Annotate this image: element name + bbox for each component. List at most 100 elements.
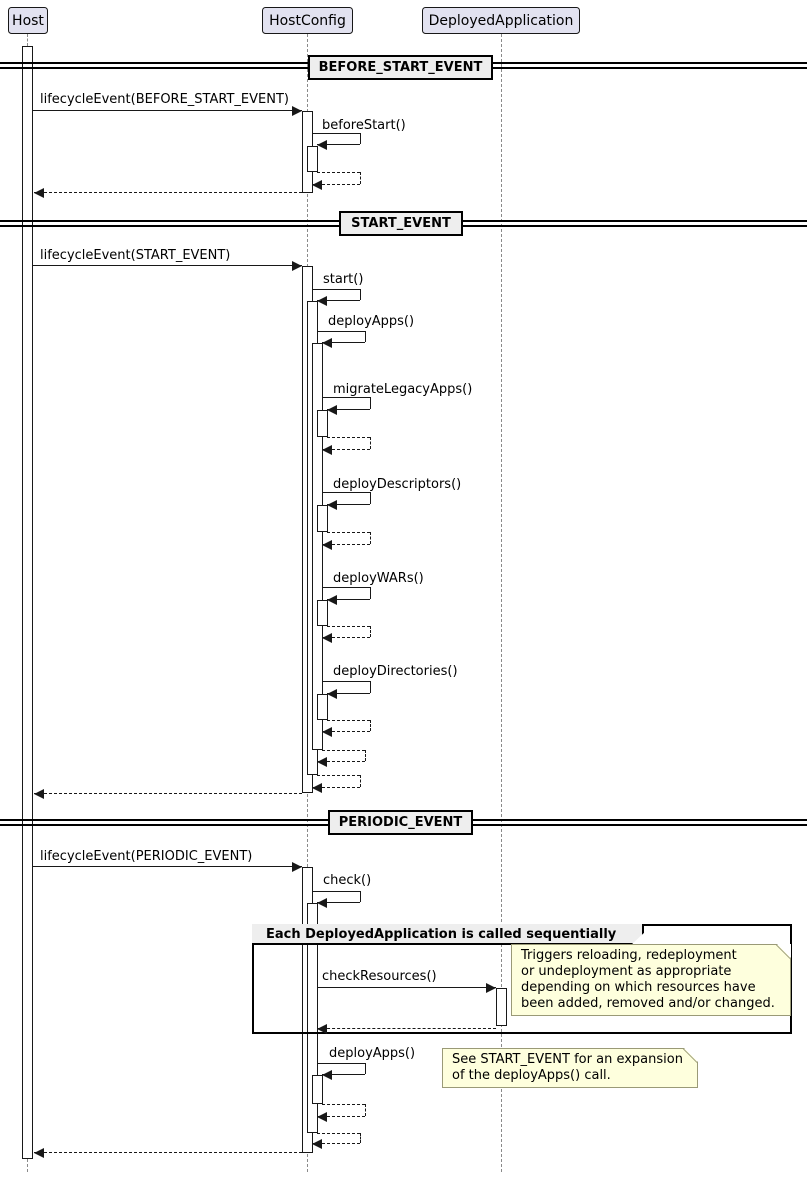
return-line	[322, 1104, 365, 1105]
return-line	[322, 449, 370, 450]
return-line	[322, 731, 370, 732]
note-deploy-apps: See START_EVENT for an expansion of the …	[442, 1048, 698, 1088]
arrowhead	[34, 1148, 44, 1158]
return-line	[317, 775, 360, 776]
divider-start-event: START_EVENT	[339, 211, 463, 236]
self-call-line	[370, 681, 371, 693]
return-line	[370, 437, 371, 449]
self-call-line	[317, 300, 360, 301]
self-call-line	[317, 1063, 365, 1064]
group-frame-tab: Each DeployedApplication is called seque…	[252, 924, 644, 945]
message-line	[33, 110, 302, 111]
return-line	[365, 1104, 366, 1116]
self-call-line	[322, 492, 370, 493]
activation-bar-deployapps-periodic	[312, 1075, 323, 1104]
arrowhead	[317, 898, 327, 908]
self-call-line	[327, 693, 370, 694]
message-label-lifecycle-periodic: lifecycleEvent(PERIODIC_EVENT)	[40, 849, 253, 864]
message-label-check: check()	[323, 873, 372, 888]
divider-label: START_EVENT	[351, 216, 451, 231]
arrowhead	[322, 338, 332, 348]
message-label-deploydescriptors: deployDescriptors()	[333, 477, 462, 492]
return-line	[322, 544, 370, 545]
arrowhead	[317, 140, 327, 150]
self-call-line	[360, 891, 361, 902]
self-call-line	[322, 342, 365, 343]
self-call-line	[312, 133, 360, 134]
arrowhead	[292, 106, 302, 116]
return-line	[370, 532, 371, 544]
return-line	[317, 1133, 360, 1134]
self-call-line	[370, 397, 371, 409]
message-line	[33, 265, 302, 266]
return-line	[322, 637, 370, 638]
divider-before-start-event: BEFORE_START_EVENT	[308, 55, 493, 80]
return-line	[312, 1143, 360, 1144]
arrowhead	[292, 862, 302, 872]
return-line	[327, 626, 370, 627]
message-label-checkresources: checkResources()	[322, 969, 437, 984]
group-title: Each DeployedApplication is called seque…	[266, 927, 617, 942]
arrowhead	[317, 1112, 327, 1122]
return-line	[312, 787, 360, 788]
participant-hostconfig: HostConfig	[262, 7, 353, 34]
lifeline-host-bottom	[27, 1159, 28, 1172]
message-label-deploydirectories: deployDirectories()	[333, 664, 458, 679]
participant-deployedapplication: DeployedApplication	[422, 7, 580, 34]
lifeline-deployedapplication	[501, 34, 502, 1172]
return-line	[317, 1116, 365, 1117]
return-line	[322, 750, 365, 751]
self-call-line	[327, 409, 370, 410]
arrowhead	[322, 540, 332, 550]
arrowhead	[327, 405, 337, 415]
activation-bar-beforestart	[307, 146, 318, 172]
divider-label: PERIODIC_EVENT	[338, 815, 463, 830]
activation-bar-host	[22, 46, 33, 1159]
self-call-line	[322, 681, 370, 682]
return-line	[317, 761, 365, 762]
self-call-line	[322, 397, 370, 398]
arrowhead	[327, 500, 337, 510]
self-call-line	[322, 1074, 365, 1075]
return-line	[317, 1028, 496, 1029]
message-label-lifecycle-before: lifecycleEvent(BEFORE_START_EVENT)	[40, 92, 289, 107]
activation-bar-migratelegacyapps	[317, 410, 328, 437]
self-call-line	[317, 902, 360, 903]
activation-bar-check	[307, 903, 318, 1133]
arrowhead	[322, 445, 332, 455]
return-line	[370, 720, 371, 731]
message-label-deploywars: deployWARs()	[333, 571, 424, 586]
message-label-beforestart: beforeStart()	[322, 118, 406, 133]
arrowhead	[317, 296, 327, 306]
activation-bar-deploydirectories	[317, 694, 328, 720]
return-line	[327, 437, 370, 438]
message-label-deployapps-periodic: deployApps()	[329, 1046, 416, 1061]
message-line	[317, 987, 496, 988]
message-label-migratelegacyapps: migrateLegacyApps()	[333, 382, 473, 397]
return-line	[360, 775, 361, 787]
participant-label: DeployedApplication	[428, 12, 574, 29]
self-call-line	[322, 587, 370, 588]
participant-host: Host	[8, 7, 48, 34]
return-line	[34, 793, 302, 794]
activation-bar-deploydescriptors	[317, 505, 328, 532]
arrowhead	[317, 1024, 327, 1034]
message-label-start: start()	[323, 272, 364, 287]
return-line	[34, 192, 302, 193]
self-call-line	[317, 144, 360, 145]
arrowhead	[322, 1070, 332, 1080]
return-line	[360, 172, 361, 184]
message-label-lifecycle-start: lifecycleEvent(START_EVENT)	[40, 248, 231, 263]
self-call-line	[360, 133, 361, 144]
return-line	[312, 184, 360, 185]
arrowhead	[322, 727, 332, 737]
arrowhead	[317, 757, 327, 767]
self-call-line	[360, 289, 361, 300]
message-label-deployapps: deployApps()	[328, 314, 415, 329]
note-check-resources: Triggers reloading, redeployment or unde…	[511, 944, 791, 1016]
self-call-line	[370, 492, 371, 504]
return-line	[360, 1133, 361, 1143]
arrowhead	[327, 595, 337, 605]
arrowhead	[327, 689, 337, 699]
